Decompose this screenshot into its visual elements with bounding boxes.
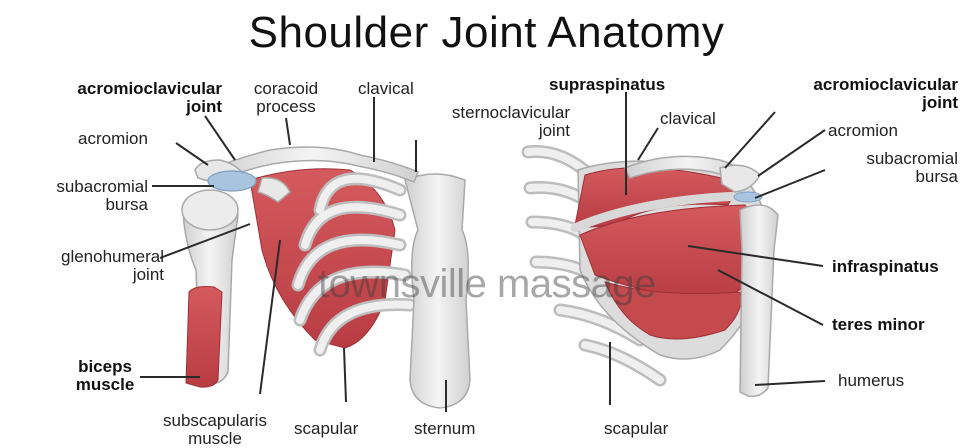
label-scapular-front: scapular xyxy=(294,420,358,438)
label-line: sternoclavicular xyxy=(398,104,570,122)
label-line: biceps xyxy=(50,358,160,376)
label-line: muscle xyxy=(140,430,290,448)
label-acromion-front: acromion xyxy=(78,130,148,148)
label-biceps-muscle: biceps muscle xyxy=(50,358,160,394)
watermark: townsville massage xyxy=(318,262,656,307)
label-clavical-front: clavical xyxy=(358,80,414,98)
biceps-muscle-shape xyxy=(186,287,222,388)
label-line: joint xyxy=(10,98,222,116)
label-coracoid-process: coracoid process xyxy=(236,80,336,116)
label-acromioclavicular-joint-front: acromioclavicular joint xyxy=(10,80,222,116)
label-acromioclavicular-joint-back: acromioclavicular joint xyxy=(740,76,958,112)
label-subscapularis-muscle: subscapularis muscle xyxy=(140,412,290,448)
label-line: subacromial xyxy=(820,150,958,168)
label-subacromial-bursa-back: subacromial bursa xyxy=(820,150,958,186)
label-line: process xyxy=(236,98,336,116)
leader-lines xyxy=(140,92,825,412)
label-humerus: humerus xyxy=(838,372,904,390)
label-line: muscle xyxy=(50,376,160,394)
label-line: bursa xyxy=(820,168,958,186)
front-bursa-shape xyxy=(208,171,256,191)
label-line: acromioclavicular xyxy=(740,76,958,94)
label-line: joint xyxy=(398,122,570,140)
label-sternoclavicular-joint: sternoclavicular joint xyxy=(398,104,570,140)
label-line: joint xyxy=(740,94,958,112)
label-line: bursa xyxy=(8,196,148,214)
back-humerus-shape xyxy=(740,205,778,396)
label-line: subscapularis xyxy=(140,412,290,430)
label-infraspinatus: infraspinatus xyxy=(832,258,939,276)
label-line: acromioclavicular xyxy=(10,80,222,98)
label-line: subacromial xyxy=(8,178,148,196)
label-subacromial-bursa-front: subacromial bursa xyxy=(8,178,148,214)
label-acromion-back: acromion xyxy=(828,122,898,140)
label-teres-minor: teres minor xyxy=(832,316,925,334)
label-line: joint xyxy=(8,266,164,284)
label-line: coracoid xyxy=(236,80,336,98)
label-sternum: sternum xyxy=(414,420,475,438)
label-glenohumeral-joint: glenohumeral joint xyxy=(8,248,164,284)
label-line: glenohumeral xyxy=(8,248,164,266)
label-scapular-back: scapular xyxy=(604,420,668,438)
label-clavical-back: clavical xyxy=(660,110,716,128)
label-supraspinatus: supraspinatus xyxy=(549,76,665,94)
